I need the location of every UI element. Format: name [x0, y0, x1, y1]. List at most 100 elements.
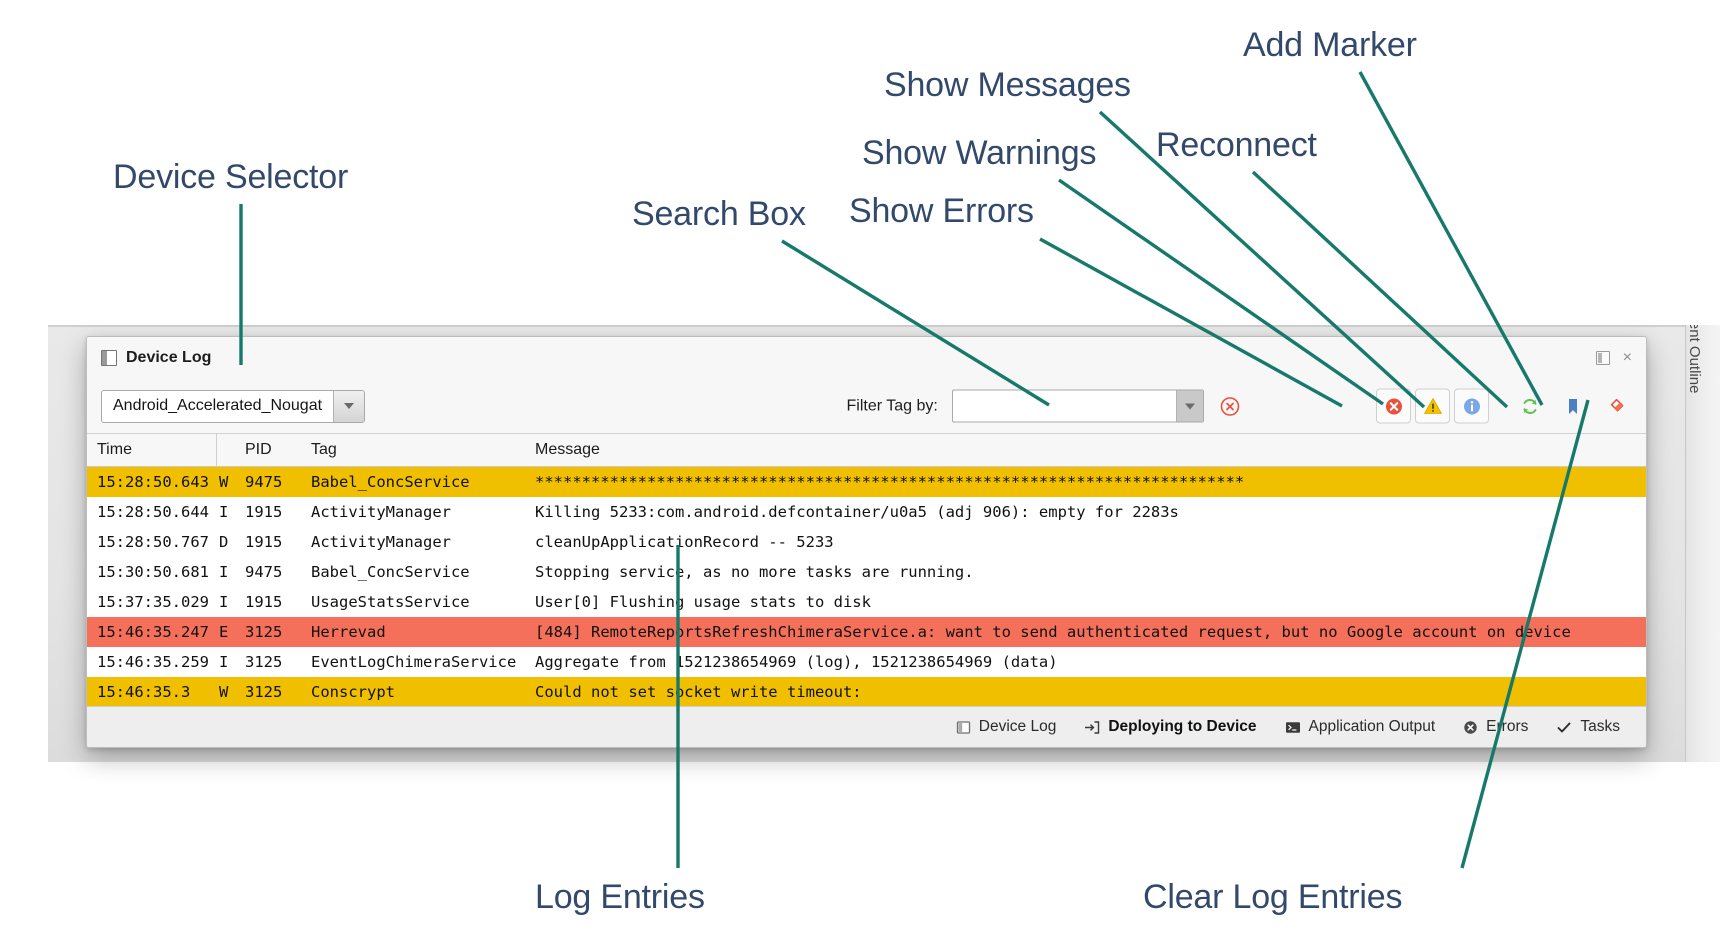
status-bar: Device Log Deploying to Device Applicati… — [87, 706, 1646, 747]
show-messages-button[interactable] — [1454, 388, 1489, 424]
annotation-label-reconnect: Reconnect — [1156, 126, 1317, 164]
device-log-toolbar: Android_Accelerated_Nougat Filter Tag by… — [87, 379, 1646, 433]
table-row[interactable]: 15:28:50.644 I 1915 ActivityManager Killing … — [87, 497, 1646, 527]
cell-time: 15:28:50.643 — [97, 473, 209, 491]
column-header-level — [217, 434, 245, 466]
cell-pid: 9475 — [245, 563, 283, 581]
status-tab-tasks[interactable]: Tasks — [1556, 718, 1620, 736]
search-input[interactable] — [952, 390, 1176, 422]
column-header-time[interactable]: Time — [87, 434, 217, 466]
cell-level: W — [219, 473, 229, 491]
toolbar-right-buttons — [1372, 388, 1632, 424]
annotation-label-add-marker: Add Marker — [1243, 26, 1417, 64]
check-icon — [1556, 720, 1572, 735]
annotation-label-log-entries: Log Entries — [535, 878, 705, 916]
page-title: Device Log — [126, 349, 212, 366]
cell-message: Killing 5233:com.android.defcontainer/u0… — [535, 503, 1179, 521]
cell-message: cleanUpApplicationRecord -- 5233 — [535, 533, 834, 551]
cell-message: [484] RemoteReportsRefreshChimeraService… — [535, 623, 1571, 641]
minimize-restore-icon[interactable] — [1595, 351, 1610, 365]
document-outline-tab[interactable]: cument Outline — [1685, 325, 1720, 762]
cell-tag: ActivityManager — [311, 503, 451, 521]
cell-message: Aggregate from 1521238654969 (log), 1521… — [535, 653, 1058, 671]
table-row[interactable]: 15:46:35.247 E 3125 Herrevad [484] RemoteRep… — [87, 617, 1646, 647]
cell-message: Could not set socket write timeout: — [535, 683, 862, 701]
document-outline-label: cument Outline — [1686, 325, 1703, 394]
reconnect-button[interactable] — [1513, 390, 1546, 423]
tool-window-header: Device Log × — [87, 337, 1646, 379]
cell-pid: 3125 — [245, 623, 283, 641]
console-icon — [1285, 720, 1301, 735]
cell-pid: 3125 — [245, 683, 283, 701]
cell-message: ****************************************… — [535, 473, 1245, 491]
device-selector[interactable]: Android_Accelerated_Nougat — [101, 389, 366, 423]
cell-tag: Babel_ConcService — [311, 473, 470, 491]
cell-tag: EventLogChimeraService — [311, 653, 517, 671]
annotation-label-device-selector: Device Selector — [113, 158, 349, 196]
chevron-down-icon[interactable] — [333, 390, 365, 422]
annotation-label-show-errors: Show Errors — [849, 192, 1034, 230]
info-circle-icon — [1463, 398, 1480, 414]
annotation-label-show-warnings: Show Warnings — [862, 134, 1097, 172]
status-tab-errors[interactable]: Errors — [1463, 718, 1528, 736]
status-tab-application-output[interactable]: Application Output — [1285, 718, 1436, 736]
cell-tag: Herrevad — [311, 623, 386, 641]
close-icon[interactable]: × — [1622, 349, 1632, 366]
cell-level: I — [219, 563, 229, 581]
cell-pid: 3125 — [245, 653, 283, 671]
cell-tag: ActivityManager — [311, 533, 451, 551]
cell-pid: 9475 — [245, 473, 283, 491]
error-circle-x-icon — [1385, 398, 1402, 414]
column-header-pid[interactable]: PID — [245, 441, 272, 458]
annotation-label-search-box: Search Box — [632, 195, 806, 233]
refresh-icon — [1523, 398, 1536, 414]
table-row[interactable]: 15:28:50.643 W 9475 Babel_ConcService ******… — [87, 467, 1646, 497]
show-errors-button[interactable] — [1376, 388, 1411, 424]
cell-time: 15:28:50.767 — [97, 533, 209, 551]
column-header-message[interactable]: Message — [535, 441, 600, 458]
status-tab-label: Errors — [1486, 718, 1529, 735]
status-tab-deploying-to-device[interactable]: Deploying to Device — [1084, 718, 1257, 736]
annotation-label-show-messages: Show Messages — [884, 66, 1131, 104]
search-input-combo[interactable] — [951, 389, 1204, 423]
add-marker-button[interactable] — [1556, 390, 1589, 423]
cell-time: 15:28:50.644 — [97, 503, 209, 521]
status-tab-label: Application Output — [1308, 718, 1436, 735]
cell-time: 15:46:35.247 — [97, 623, 209, 641]
tool-window-header-buttons: × — [1595, 349, 1632, 366]
clear-log-button[interactable] — [1599, 390, 1632, 423]
cell-time: 15:46:35.3 — [97, 683, 191, 701]
cell-tag: Conscrypt — [311, 683, 395, 701]
table-row[interactable]: 15:30:50.681 I 9475 Babel_ConcService Stoppi… — [87, 557, 1646, 587]
warning-triangle-icon — [1423, 397, 1442, 414]
deploy-icon — [1084, 720, 1100, 735]
cell-level: E — [219, 623, 229, 641]
error-circle-x-icon — [1463, 720, 1478, 735]
cell-pid: 1915 — [245, 533, 283, 551]
status-tab-device-log[interactable]: Device Log — [956, 718, 1057, 736]
status-tab-label: Tasks — [1580, 718, 1620, 735]
device-log-tool-window: Device Log × Android_Accelerated_Nougat … — [86, 336, 1647, 748]
filter-tag-area: Filter Tag by: — [847, 389, 1242, 423]
column-header-tag[interactable]: Tag — [311, 441, 337, 458]
cell-tag: UsageStatsService — [311, 593, 470, 611]
clear-filter-icon[interactable] — [1218, 394, 1242, 418]
cell-level: I — [219, 503, 229, 521]
status-tab-label: Device Log — [978, 718, 1057, 735]
show-warnings-button[interactable] — [1415, 388, 1450, 424]
panel-icon — [956, 720, 971, 735]
cell-level: I — [219, 593, 229, 611]
cell-message: Stopping service, as no more tasks are r… — [535, 563, 974, 581]
cell-tag: Babel_ConcService — [311, 563, 470, 581]
cell-time: 15:30:50.681 — [97, 563, 209, 581]
cell-pid: 1915 — [245, 503, 283, 521]
device-selector-value: Android_Accelerated_Nougat — [113, 397, 323, 414]
chevron-down-icon[interactable] — [1175, 390, 1203, 422]
eraser-icon — [1610, 398, 1623, 411]
log-table-header: Time PID Tag Message — [87, 434, 1646, 467]
